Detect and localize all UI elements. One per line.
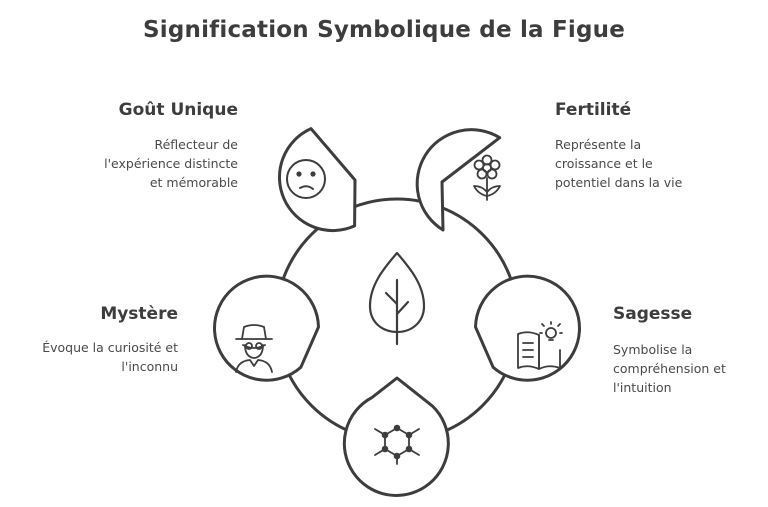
desc-line: Représente la bbox=[555, 137, 642, 152]
heading-fertilite: Fertilité bbox=[555, 100, 632, 120]
desc-mystere: Évoque la curiosité et l'inconnu bbox=[42, 338, 178, 376]
pin-sagesse bbox=[474, 274, 581, 382]
desc-line: Réflecteur de bbox=[154, 137, 238, 152]
desc-line: croissance et le bbox=[555, 156, 653, 171]
desc-line: potentiel dans la vie bbox=[555, 175, 683, 190]
pin-gout-unique bbox=[278, 127, 357, 233]
flower-icon bbox=[473, 154, 501, 201]
page-title: Signification Symbolique de la Figue bbox=[143, 17, 625, 43]
book-lightbulb-icon bbox=[517, 321, 563, 370]
desc-sagesse: Symbolise la compréhension et l'intuitio… bbox=[613, 340, 726, 397]
confused-face-icon bbox=[286, 159, 326, 199]
desc-gout-unique: Réflecteur de l'expérience distincte et … bbox=[104, 135, 238, 192]
pin-fertilite bbox=[415, 128, 502, 232]
desc-line: et mémorable bbox=[149, 175, 238, 190]
detective-icon bbox=[235, 324, 273, 373]
heading-mystere: Mystère bbox=[100, 304, 178, 324]
desc-fertilite: Représente la croissance et le potentiel… bbox=[555, 135, 682, 192]
desc-line: Symbolise la bbox=[613, 342, 693, 357]
desc-line: compréhension et bbox=[613, 361, 726, 376]
pin-bottom bbox=[342, 376, 450, 497]
desc-line: l'inconnu bbox=[121, 359, 178, 374]
desc-line: l'expérience distincte bbox=[104, 156, 238, 171]
heading-sagesse: Sagesse bbox=[613, 304, 693, 324]
desc-line: Évoque la curiosité et bbox=[42, 340, 178, 355]
desc-line: l'intuition bbox=[613, 380, 672, 395]
heading-gout-unique: Goût Unique bbox=[118, 100, 238, 120]
fig-leaf-icon bbox=[368, 251, 426, 346]
pin-mystere bbox=[213, 274, 320, 382]
molecule-network-icon bbox=[374, 424, 420, 465]
